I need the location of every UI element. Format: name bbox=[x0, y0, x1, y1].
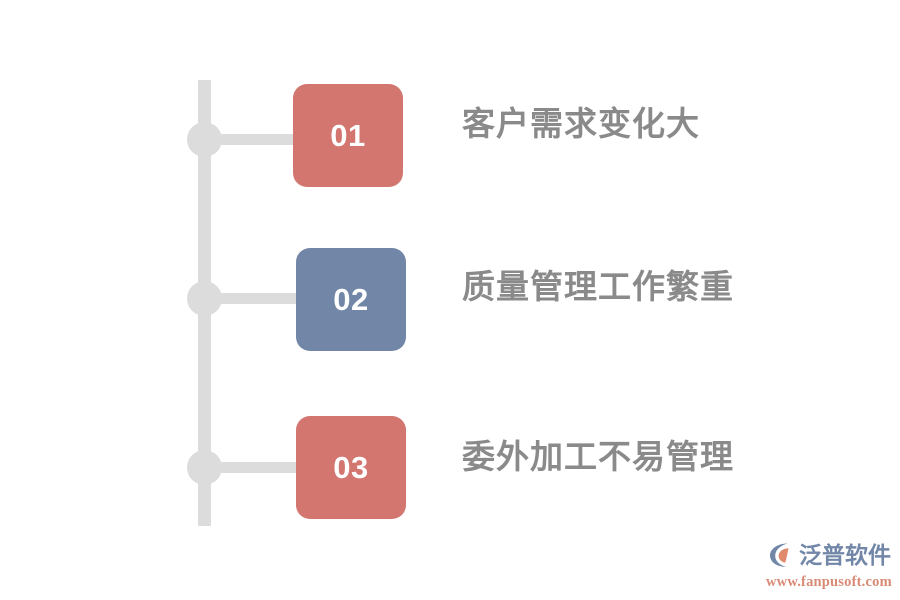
fanpu-logo-icon bbox=[766, 541, 796, 569]
brand-url-label: www.fanpusoft.com bbox=[766, 574, 892, 590]
step-number-box[interactable]: 02 bbox=[296, 248, 406, 351]
step-title-label: 委外加工不易管理 bbox=[462, 438, 734, 475]
brand-top-line: 泛普软件 bbox=[766, 538, 894, 572]
brand-watermark: 泛普软件 www.fanpusoft.com bbox=[766, 538, 894, 594]
timeline-row: 02 质量管理工作繁重 bbox=[0, 243, 900, 353]
step-number-label: 02 bbox=[333, 282, 369, 317]
timeline-row: 01 客户需求变化大 bbox=[0, 84, 900, 194]
step-number-box[interactable]: 03 bbox=[296, 416, 406, 519]
timeline-row: 03 委外加工不易管理 bbox=[0, 412, 900, 522]
step-title-label: 质量管理工作繁重 bbox=[462, 268, 734, 305]
timeline-connector-line bbox=[213, 462, 303, 473]
timeline-connector-line bbox=[213, 293, 303, 304]
step-number-label: 03 bbox=[333, 450, 369, 485]
brand-name-label: 泛普软件 bbox=[799, 541, 891, 568]
step-title-label: 客户需求变化大 bbox=[462, 105, 700, 142]
timeline-connector-line bbox=[213, 134, 303, 145]
step-number-box[interactable]: 01 bbox=[293, 84, 403, 187]
step-number-label: 01 bbox=[330, 118, 366, 153]
